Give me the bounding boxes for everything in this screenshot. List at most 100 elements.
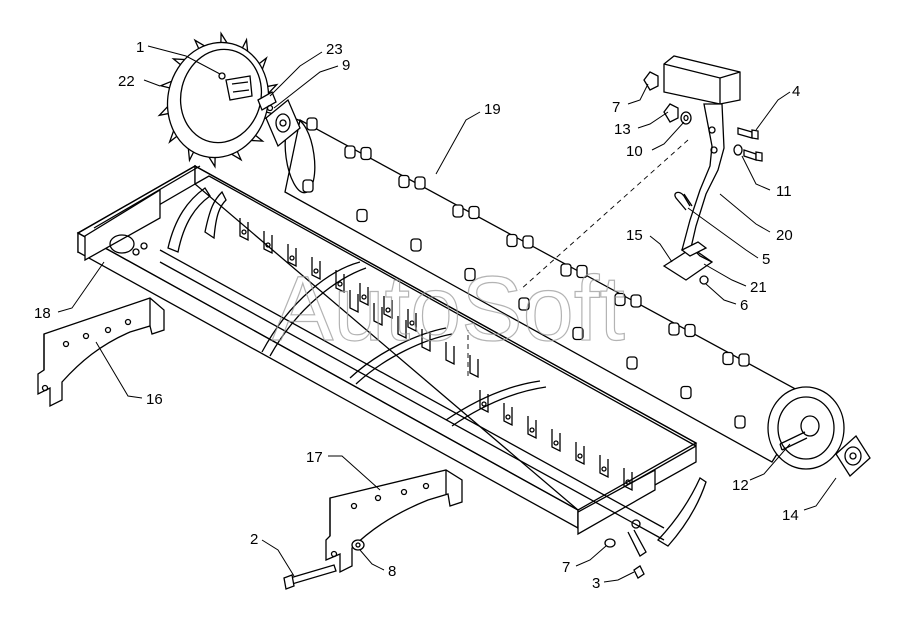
roller-stud: [626, 356, 638, 370]
roller-end-disk: [767, 386, 845, 470]
label-part-16: 16: [146, 391, 163, 408]
tine-bracket: [503, 403, 513, 427]
tine-bracket-hole: [625, 479, 631, 485]
tine-bracket: [445, 342, 455, 366]
roller-stud: [614, 292, 626, 307]
tine-bracket-hole: [289, 255, 295, 261]
washer-11: [733, 144, 763, 162]
nut-8: [351, 539, 365, 551]
label-part-3: 3: [592, 575, 600, 592]
tine-bracket-hole: [265, 242, 271, 248]
part-labels: 1 22 23 9 19 7 13 10 4 11 20 5 15 21 6 1…: [34, 39, 800, 592]
roller-stud: [468, 205, 480, 220]
tine-bracket-hole: [481, 401, 487, 407]
label-part-17: 17: [306, 449, 323, 466]
wheel-spike: [267, 83, 279, 94]
roller-stud: [360, 146, 372, 161]
label-part-19: 19: [484, 101, 501, 118]
tine-bracket-hole: [577, 453, 583, 459]
wheel-spike: [208, 156, 216, 169]
nut-7-lower: [604, 538, 616, 548]
tine-bracket: [469, 355, 479, 379]
label-part-5: 5: [762, 251, 770, 268]
tine-bracket-hole: [313, 268, 319, 274]
mounting-bracket-right: [325, 469, 463, 574]
roller-stud: [464, 267, 476, 282]
roller-stud: [572, 326, 584, 341]
leader-lines: [57, 45, 837, 583]
tine-bracket: [287, 244, 297, 268]
bearing-flange-right: [835, 435, 871, 477]
label-part-13: 13: [614, 121, 631, 138]
label-part-12: 12: [732, 477, 749, 494]
tine-bracket-hole: [529, 427, 535, 433]
label-part-7-lower: 7: [562, 559, 570, 576]
bolt-4: [737, 127, 759, 140]
roller-stud: [576, 264, 588, 279]
tine-bracket: [575, 442, 585, 466]
tine-bracket: [349, 290, 359, 314]
tine-bracket: [239, 218, 249, 242]
tine-bracket: [623, 468, 633, 492]
roller-stud: [738, 353, 750, 367]
bolt-3: [633, 565, 645, 579]
tine-bracket: [335, 270, 345, 294]
roller-stud: [306, 117, 318, 131]
roller-stud: [452, 204, 464, 218]
label-part-7-upper: 7: [612, 99, 620, 116]
roller-stud: [680, 385, 692, 400]
roller-stud: [668, 322, 680, 336]
label-part-6: 6: [740, 297, 748, 314]
roller-stud: [522, 235, 534, 249]
label-part-2: 2: [250, 531, 258, 548]
tine-bracket: [383, 296, 393, 320]
tine-bracket-hole: [361, 294, 367, 300]
assembly-lines: [467, 139, 689, 376]
roller-stud: [302, 179, 314, 193]
wheel-spike: [171, 58, 185, 66]
bolt-2: [283, 564, 337, 590]
tine-bracket: [359, 283, 369, 307]
label-part-20: 20: [776, 227, 793, 244]
roller-stud: [414, 176, 426, 190]
roller-stud: [560, 263, 572, 277]
roller-stud: [506, 233, 518, 248]
roller-stud: [630, 294, 642, 308]
roller-stud: [684, 323, 696, 338]
tine-bracket: [407, 309, 417, 333]
label-part-23: 23: [326, 41, 343, 58]
roller-stud: [518, 297, 530, 311]
tine-bracket: [421, 329, 431, 353]
tine-bracket-hole: [337, 281, 343, 287]
tine-bracket: [373, 303, 383, 327]
tine-bracket-hole: [409, 320, 415, 326]
scraper-mount-block: [663, 55, 741, 105]
watermark: AutoSoft: [272, 258, 625, 360]
nut-6: [699, 275, 709, 285]
tine-bracket-hole: [553, 440, 559, 446]
label-part-18: 18: [34, 305, 51, 322]
label-part-1: 1: [136, 39, 144, 56]
tine-bracket: [311, 257, 321, 281]
roller-stud: [722, 351, 734, 366]
roller-drum: [284, 117, 813, 463]
tine-bracket: [263, 231, 273, 255]
label-part-4: 4: [792, 83, 800, 100]
roller-stud: [734, 415, 746, 429]
washer-10: [680, 111, 692, 125]
wheel-spike: [157, 106, 169, 117]
label-part-11: 11: [776, 183, 792, 200]
tine-bracket: [551, 429, 561, 453]
label-part-21: 21: [750, 279, 767, 296]
wheel-spike: [158, 80, 172, 89]
tine-bracket: [527, 416, 537, 440]
label-part-14: 14: [782, 507, 799, 524]
tine-bracket-hole: [505, 414, 511, 420]
tine-bracket: [479, 390, 489, 414]
label-part-10: 10: [626, 143, 643, 160]
label-part-15: 15: [626, 227, 643, 244]
tine-bracket: [599, 455, 609, 479]
roller-stud: [398, 174, 410, 189]
